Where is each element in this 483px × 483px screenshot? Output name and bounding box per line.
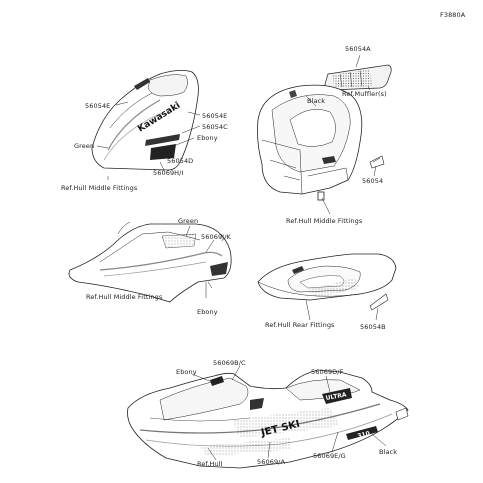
part-label-56054C: 56054C	[202, 123, 228, 131]
full-hull-part	[127, 369, 409, 469]
leader-56054A	[355, 54, 361, 68]
hood-leaders	[96, 101, 201, 180]
part-label-56054D: 56054D	[167, 157, 194, 165]
ref-label-hull-rear: Ref.Hull Rear Fittings	[265, 321, 335, 329]
hood-decal-56054D	[150, 144, 176, 160]
color-label-ebony-hood: Ebony	[197, 134, 218, 142]
part-label-56069EG: 56069E/G	[313, 452, 346, 460]
part-label-56069BC: 56069B/C	[213, 359, 246, 367]
muffler-decal	[324, 64, 392, 91]
decal-56054	[369, 155, 385, 169]
color-label-black-top: Black	[307, 97, 326, 105]
hood-part	[91, 70, 199, 171]
part-label-56069JK: 56069J/K	[201, 233, 231, 241]
hull-rear-leaders	[305, 299, 379, 321]
hull-middle-leaders	[305, 95, 377, 215]
diagram-code: F3880A	[440, 11, 466, 19]
ref-label-hull-middle-top: Ref.Hull Middle Fittings	[286, 217, 363, 225]
part-label-56069DF: 56069D/F	[311, 368, 344, 376]
part-label-56069A: 56069/A	[257, 458, 286, 466]
side-panel-part	[68, 221, 232, 303]
color-label-green-hood: Green	[74, 142, 95, 150]
hull-decal-black	[346, 426, 378, 440]
color-label-black-hull: Black	[379, 448, 398, 456]
side-panel-leaders	[185, 225, 215, 298]
part-label-56054: 56054	[362, 177, 384, 185]
color-label-ebony-hull: Ebony	[176, 368, 197, 376]
leader-muffler	[367, 85, 371, 91]
hull-middle-part	[257, 84, 363, 201]
ref-label-hull-middle-left: Ref.Hull Middle Fittings	[61, 184, 138, 192]
hull-side-text: 310	[357, 430, 371, 440]
color-label-green-side: Green	[178, 217, 199, 225]
part-label-56054E-right: 56054E	[202, 112, 228, 120]
ref-label-muffler: Ref.Muffler(s)	[342, 90, 387, 98]
full-hull-leaders	[191, 365, 387, 461]
hull-decal-ebony	[210, 376, 224, 386]
ref-label-hull-middle-side: Ref.Hull Middle Fittings	[86, 293, 163, 301]
part-label-56069HI: 56069H/I	[153, 169, 184, 177]
part-label-56054E-left: 56054E	[85, 102, 111, 110]
hull-badge-text: ULTRA	[325, 391, 347, 402]
color-label-ebony-side: Ebony	[197, 308, 218, 316]
part-label-56054A: 56054A	[345, 45, 371, 53]
ref-label-hull: Ref.Hull	[197, 460, 223, 468]
hull-rear-part	[257, 253, 397, 301]
decal-56054B	[369, 293, 389, 311]
part-label-56054B: 56054B	[360, 323, 386, 331]
